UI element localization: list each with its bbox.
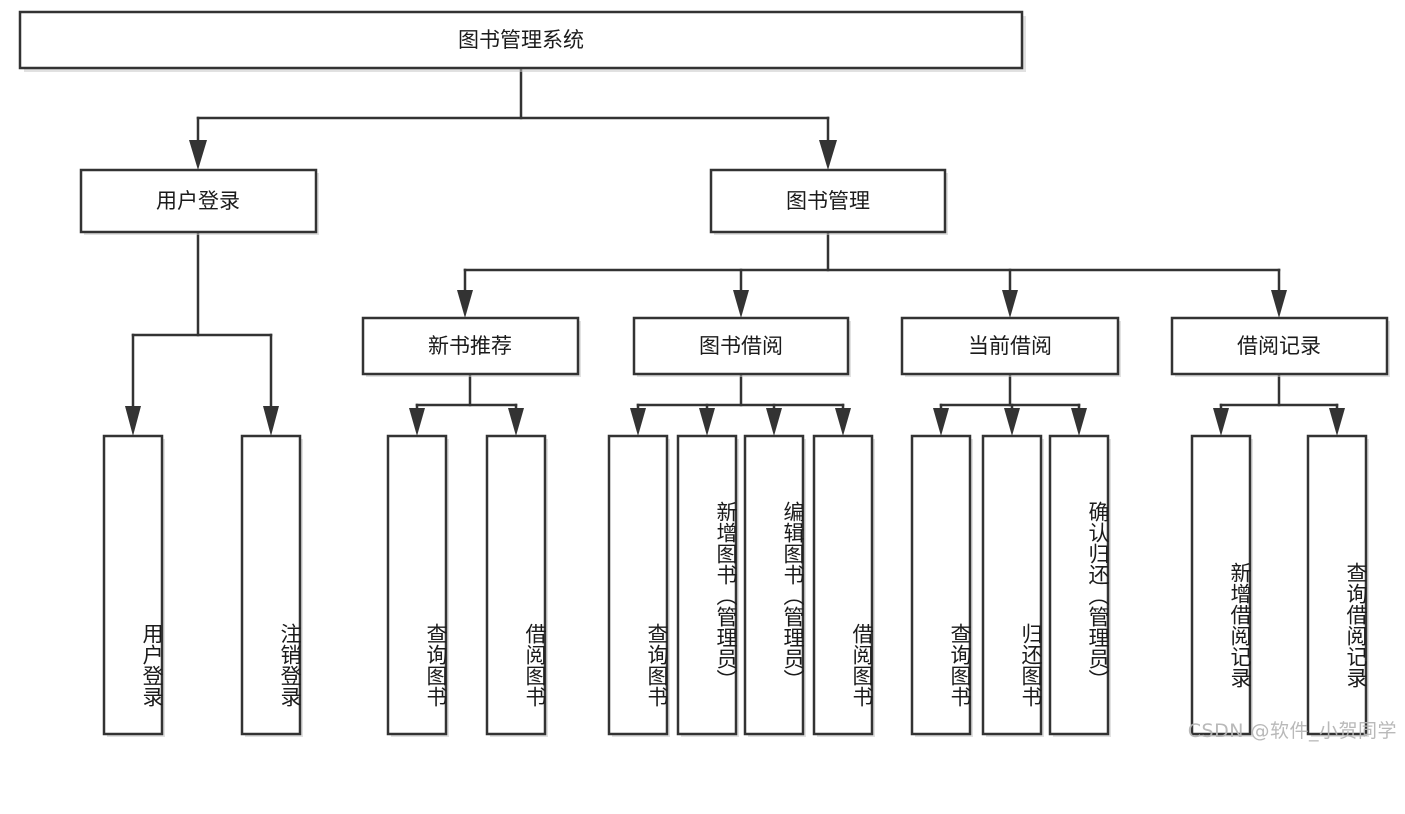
node-box-book-borrow[interactable] xyxy=(632,316,850,376)
diagram-canvas-root: 图书管理系统 用户登录 图书管理 新书推荐 图书借阅 当前借阅 借阅记录 用户登… xyxy=(18,10,1397,742)
arrow-head-leaf-query-record xyxy=(1329,408,1345,436)
connector-group-root xyxy=(189,66,837,170)
label-root: 图书管理系统 xyxy=(458,28,584,52)
connector-group-book-manage xyxy=(457,230,1287,318)
arrow-head-book-borrow xyxy=(733,290,749,318)
arrow-head-leaf-borrow-book xyxy=(835,408,851,436)
csdn-watermark: CSDN @软件_小贺同学 xyxy=(1187,720,1397,742)
label-book-manage: 图书管理 xyxy=(786,189,870,213)
node-box-leaf-borrow-book[interactable] xyxy=(812,434,874,736)
node-box-user-login[interactable] xyxy=(79,168,318,234)
arrow-head-leaf-return-book xyxy=(1004,408,1020,436)
label-book-borrow: 图书借阅 xyxy=(699,334,783,358)
node-box-leaf-query-book-borrow[interactable] xyxy=(607,434,669,736)
arrow-head-leaf-edit-book xyxy=(766,408,782,436)
connector-group-book-borrow xyxy=(630,372,851,436)
connector-group-new-book-recommend xyxy=(409,372,524,436)
arrow-head-book-manage xyxy=(819,140,837,170)
arrow-head-leaf-user-logout xyxy=(263,406,279,436)
node-boxes xyxy=(18,10,1390,737)
arrow-head-leaf-borrow-book-new xyxy=(508,408,524,436)
connector-group-user-login xyxy=(125,230,279,436)
label-borrow-record: 借阅记录 xyxy=(1237,334,1321,358)
node-box-borrow-record[interactable] xyxy=(1170,316,1389,376)
node-box-leaf-user-login[interactable] xyxy=(102,434,164,736)
node-box-leaf-borrow-book-new[interactable] xyxy=(485,434,547,736)
node-box-leaf-return-book[interactable] xyxy=(981,434,1043,736)
node-box-leaf-query-record[interactable] xyxy=(1306,434,1368,736)
node-box-leaf-edit-book[interactable] xyxy=(743,434,805,736)
node-box-new-book-recommend[interactable] xyxy=(361,316,580,376)
arrow-head-leaf-confirm-return xyxy=(1071,408,1087,436)
arrow-head-leaf-add-record xyxy=(1213,408,1229,436)
connector-group-current-borrow xyxy=(933,372,1087,436)
node-box-leaf-add-book[interactable] xyxy=(676,434,738,736)
connector-group-borrow-record xyxy=(1213,372,1345,436)
tree-diagram: 图书管理系统 用户登录 图书管理 新书推荐 图书借阅 当前借阅 借阅记录 xyxy=(18,10,1390,737)
arrow-head-user-login xyxy=(189,140,207,170)
node-box-leaf-confirm-return[interactable] xyxy=(1048,434,1110,736)
label-current-borrow: 当前借阅 xyxy=(968,334,1052,358)
node-box-leaf-add-record[interactable] xyxy=(1190,434,1252,736)
horizontal-labels: 图书管理系统 用户登录 图书管理 新书推荐 图书借阅 当前借阅 借阅记录 xyxy=(156,28,1321,358)
node-box-leaf-user-logout[interactable] xyxy=(240,434,302,736)
arrow-head-leaf-query-book-new xyxy=(409,408,425,436)
arrow-head-borrow-record xyxy=(1271,290,1287,318)
node-box-root[interactable] xyxy=(18,10,1024,70)
arrow-head-leaf-add-book xyxy=(699,408,715,436)
node-box-leaf-query-book-new[interactable] xyxy=(386,434,448,736)
node-box-leaf-query-book-current[interactable] xyxy=(910,434,972,736)
arrow-head-leaf-user-login xyxy=(125,406,141,436)
label-new-book-recommend: 新书推荐 xyxy=(428,334,512,358)
arrow-head-new-book-recommend xyxy=(457,290,473,318)
arrow-head-leaf-query-book-borrow xyxy=(630,408,646,436)
node-box-current-borrow[interactable] xyxy=(900,316,1120,376)
arrow-head-leaf-query-book-current xyxy=(933,408,949,436)
node-box-book-manage[interactable] xyxy=(709,168,947,234)
label-user-login: 用户登录 xyxy=(156,189,240,213)
arrow-head-current-borrow xyxy=(1002,290,1018,318)
